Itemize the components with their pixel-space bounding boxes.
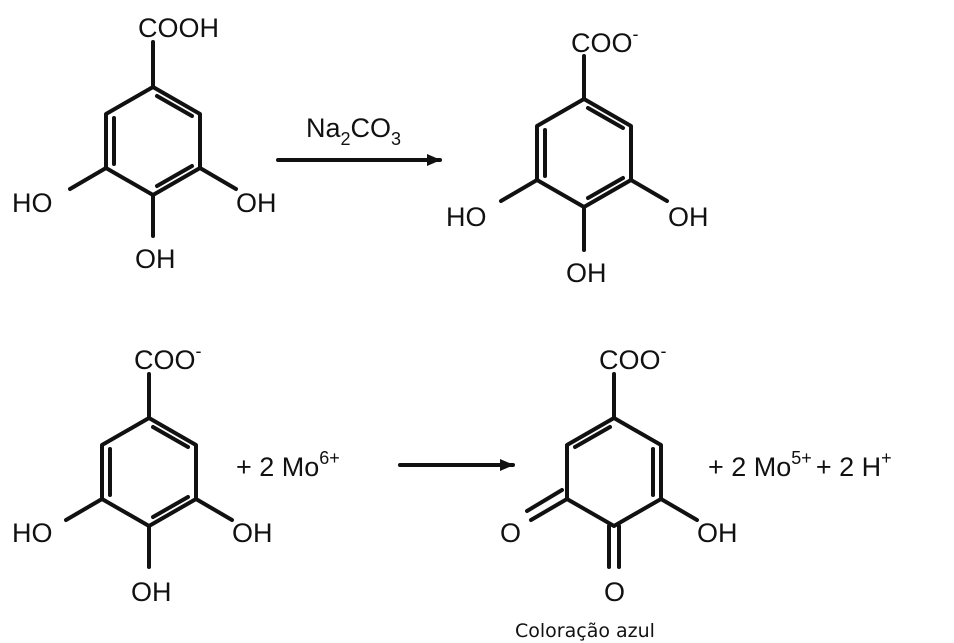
hydroxyl-left-label: HO — [12, 518, 53, 548]
oh-bond-left — [64, 497, 104, 522]
oh-bond-right — [629, 178, 669, 203]
hydroxyl-bottom-label: OH — [566, 258, 607, 288]
molybdenum-reagent-label: + 2 Mo6+ — [236, 448, 340, 482]
ring — [565, 416, 663, 528]
oh-bond-right — [659, 497, 699, 522]
oh-bond-left — [68, 166, 108, 191]
double-bond — [155, 94, 194, 118]
gallic-acid-molecule: COOH HO OH OH — [12, 13, 277, 274]
oh-bond-right — [194, 497, 234, 522]
benzene-ring — [100, 416, 198, 528]
carboxylate-label: COO- — [134, 341, 202, 375]
hydroxyl-right-label: OH — [697, 518, 738, 548]
oh-bond-right — [198, 166, 238, 191]
double-bond — [151, 495, 190, 519]
oh-bond-left — [499, 178, 539, 203]
blue-coloration-caption: Coloração azul — [515, 620, 655, 642]
carbonyl-bond-left-second — [525, 488, 564, 513]
double-bond — [573, 425, 612, 449]
benzene-ring — [535, 97, 633, 209]
double-bond — [155, 164, 194, 188]
carboxylate-label: COO- — [599, 341, 667, 375]
quinone-product-molecule: COO- O O OH — [500, 341, 738, 607]
double-bond — [586, 176, 625, 200]
double-bond — [586, 106, 625, 130]
gallate-molecule: COO- HO OH OH — [446, 24, 709, 288]
hydroxyl-bottom-label: OH — [135, 244, 176, 274]
hydroxyl-right-label: OH — [232, 518, 273, 548]
hydroxyl-right-label: OH — [236, 188, 277, 218]
oxygen-left-label: O — [500, 518, 521, 548]
carbonyl-bond-left — [529, 497, 569, 522]
benzene-ring — [104, 85, 202, 197]
carboxylate-label: COO- — [571, 24, 639, 58]
hydroxyl-right-label: OH — [668, 202, 709, 232]
hydroxyl-left-label: HO — [446, 202, 487, 232]
oxygen-bottom-label: O — [604, 577, 625, 607]
carboxyl-label: COOH — [138, 13, 219, 43]
hydroxyl-left-label: HO — [12, 188, 53, 218]
gallate-reactant-molecule: COO- HO OH OH — [12, 341, 273, 607]
byproducts-label: + 2 Mo5++ 2 H+ — [708, 448, 892, 482]
reagent-label: Na2CO3 — [306, 113, 401, 149]
hydroxyl-bottom-label: OH — [131, 577, 172, 607]
double-bond — [151, 425, 190, 449]
reaction-arrow-1: Na2CO3 — [276, 113, 442, 166]
